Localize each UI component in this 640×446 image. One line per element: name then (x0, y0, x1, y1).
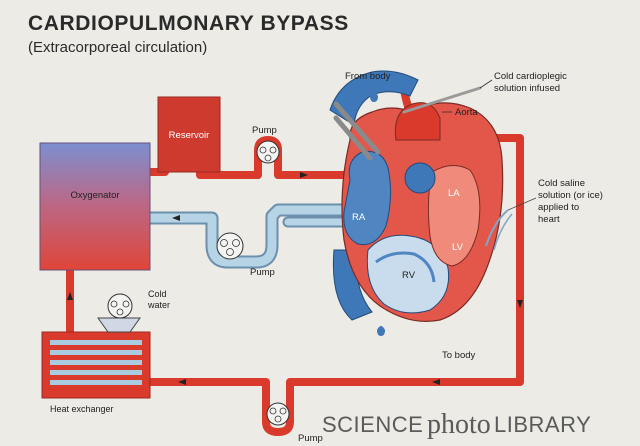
ra-label: RA (352, 212, 366, 223)
flow-arrow-icon (178, 379, 186, 385)
venous-tubing (143, 203, 352, 269)
cold-water-label-2: water (147, 300, 170, 310)
pump-roller (232, 239, 240, 247)
watermark-photo: photo (427, 409, 491, 440)
coil-stripe (50, 380, 142, 385)
vena-cava-superior (329, 70, 419, 126)
la-label: LA (448, 188, 460, 199)
cardioplegic-label-1: Cold cardioplegic (494, 71, 567, 82)
reservoir-box (157, 96, 221, 173)
page-subtitle: (Extracorporeal circulation) (28, 39, 207, 56)
saline-label-4: heart (538, 214, 560, 225)
pump-rotor-housing (266, 402, 290, 426)
pump-roller (116, 308, 124, 316)
coil-stripe (50, 370, 142, 375)
venous-line (145, 205, 350, 267)
pump-roller (220, 239, 228, 247)
cardioplegic-label-2: solution infused (494, 83, 560, 94)
saline-label-2: solution (or ice) (538, 190, 603, 201)
pump-roller (226, 248, 234, 256)
right-atrium (343, 150, 392, 246)
cold-water-label-1: Cold (148, 289, 167, 299)
coil-stripe (50, 350, 142, 355)
aorta-label: Aorta (455, 107, 478, 118)
funnel-shape (97, 317, 141, 333)
saline-label-1: Cold saline (538, 178, 585, 189)
reservoir-label: Reservoir (169, 130, 210, 141)
pump-roller (274, 415, 282, 423)
watermark: SCIENCE photo LIBRARY (322, 409, 591, 440)
pump-middle-label: Pump (250, 267, 275, 278)
watermark-science: SCIENCE (322, 412, 423, 437)
venous-cannula (333, 101, 381, 155)
leader-line (479, 79, 493, 89)
flow-arrow-icon (432, 379, 440, 385)
to-body-label: To body (442, 350, 476, 361)
blood-drop-icon (370, 92, 378, 102)
pump-bottom-label: Pump (298, 433, 323, 444)
leader-lines (442, 79, 493, 113)
heart-illustration (329, 70, 504, 336)
top-pump-icon (256, 140, 280, 164)
bottom-pump-icon (266, 402, 290, 426)
saline-label-3: applied to (538, 202, 579, 213)
bottom-pump-loop (66, 361, 304, 436)
pump-roller (110, 300, 118, 308)
pulmonary-trunk (404, 162, 436, 194)
rv-highlight (375, 251, 436, 283)
from-body-label: From body (345, 71, 391, 82)
spray-line (485, 209, 509, 247)
flow-arrow-icon (517, 300, 523, 308)
pump-roller (122, 300, 130, 308)
pump-roller (269, 146, 277, 154)
flow-arrow-icon (67, 292, 73, 300)
rv-label: RV (402, 270, 416, 281)
pump-roller (279, 407, 287, 415)
coil-stripe (50, 360, 142, 365)
pump-roller (264, 154, 272, 162)
coil-stripe (50, 340, 142, 345)
pump-top-label: Pump (252, 125, 277, 136)
cardioplegic-cannula (402, 86, 482, 114)
blood-drop-icon (377, 326, 385, 336)
pump-rotor-housing (256, 140, 280, 164)
heat-exchanger (41, 331, 151, 399)
reservoir-to-heart-line (196, 136, 364, 179)
page-title: CARDIOPULMONARY BYPASS (28, 12, 349, 35)
spray-line (493, 213, 513, 251)
pump-roller (259, 146, 267, 154)
pump-roller (269, 407, 277, 415)
leader-line (507, 197, 537, 211)
oxygenator-label: Oxygenator (70, 190, 119, 201)
flow-arrow-icon (172, 215, 180, 221)
saline-spray-icon (485, 197, 537, 251)
venous-cannula-2 (333, 115, 373, 161)
middle-pump-icon (216, 232, 244, 260)
oxygenator-box (39, 142, 151, 271)
watermark-library: LIBRARY (494, 412, 591, 437)
left-ventricle (427, 165, 481, 267)
flow-arrow-icon (300, 172, 308, 178)
heat-exchanger-label: Heat exchanger (50, 404, 114, 414)
lv-label: LV (452, 242, 464, 253)
cold-water-pump-icon (97, 293, 141, 333)
pump-rotor-housing (107, 293, 133, 319)
